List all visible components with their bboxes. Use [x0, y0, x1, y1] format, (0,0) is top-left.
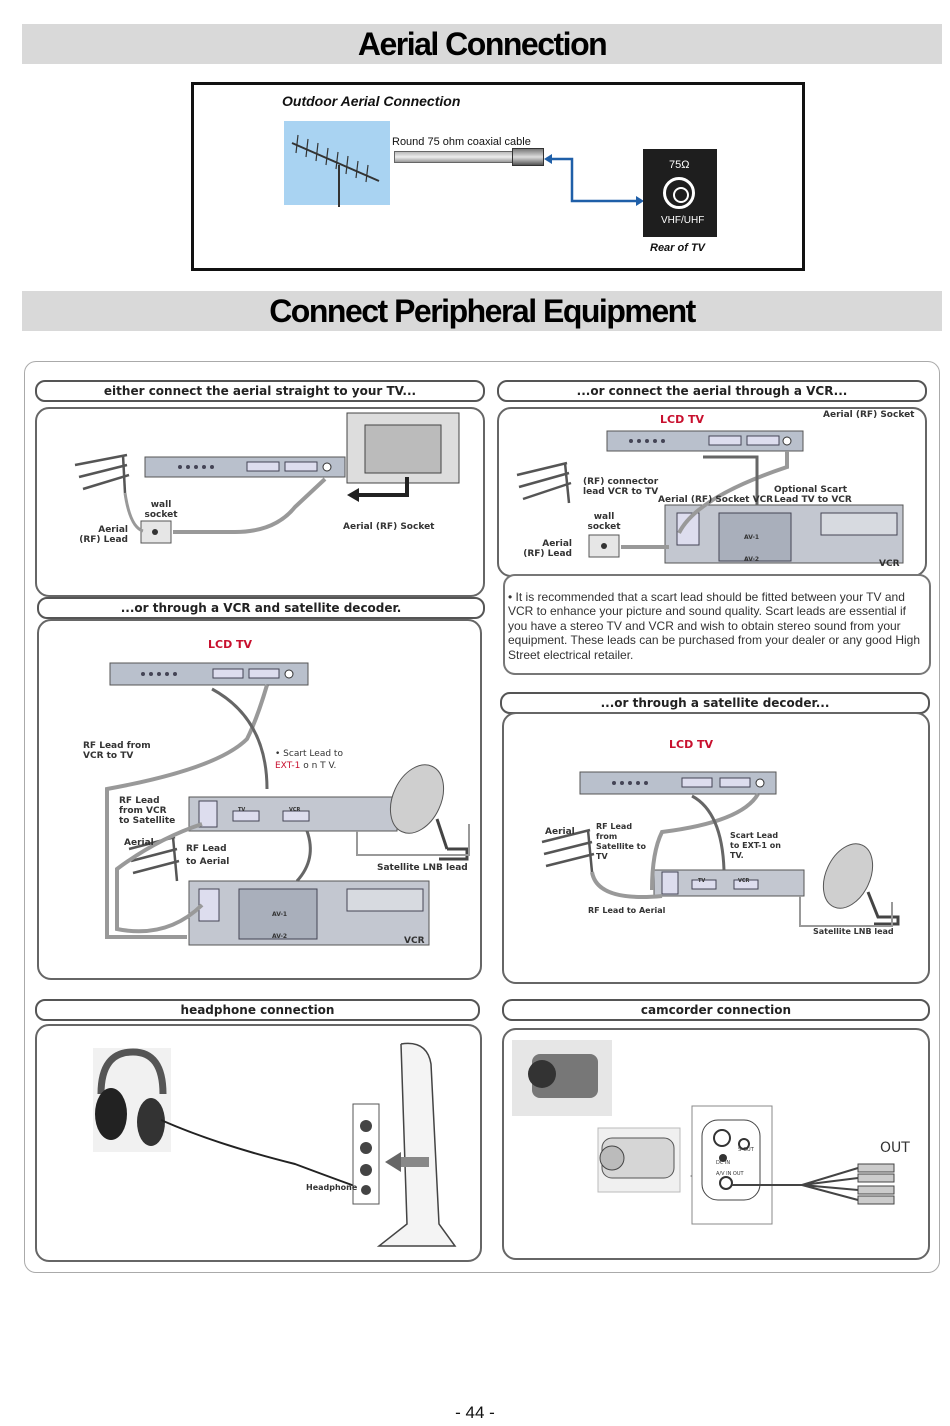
sat-diagram [541, 771, 900, 927]
rear-of-tv-label: Rear of TV [650, 242, 706, 254]
vcr-sat-aerial: Aerial [124, 838, 154, 848]
sat-rf-to-aerial: RF Lead to Aerial [588, 906, 666, 915]
vcr-diagram [516, 430, 904, 564]
vcr-sat-header-text: ...or through a VCR and satellite decode… [120, 601, 402, 615]
camcorder-diagram [512, 1040, 895, 1225]
vcr-aerial-lead: Aerial (RF) Lead [523, 539, 572, 559]
headphone-diagram [93, 1042, 457, 1247]
peripheral-banner: Connect Peripheral Equipment [22, 291, 942, 331]
sat-lnb: Satellite LNB lead [813, 927, 894, 936]
vcr-sat-av1: AV-1 [272, 911, 288, 918]
vcr-sat-diagram [105, 662, 470, 946]
camcorder-av-in-out: A/V IN OUT [716, 1171, 744, 1177]
tv-direct-wall-socket: wall socket [144, 500, 178, 520]
camcorder-header: camcorder connection [502, 999, 930, 1021]
vcr-av1: AV-1 [744, 534, 760, 541]
vcr-sat-scart-lead: • Scart Lead to EXT-1 o n T V. [275, 748, 355, 772]
vcr-sat-scart-lead-c: o n T V. [300, 761, 337, 771]
vcr-av2: AV-2 [744, 556, 760, 563]
vcr-sat-av2: AV-2 [272, 933, 288, 940]
vcr-header-text: ...or connect the aerial through a VCR..… [576, 384, 848, 398]
vcr-sat-tv-small: TV [238, 807, 246, 813]
aerial-connection-banner: Aerial Connection [22, 24, 942, 64]
socket-band: VHF/UHF [661, 215, 705, 226]
sat-vcr-small: VCR [738, 878, 750, 884]
peripheral-title: Connect Peripheral Equipment [269, 293, 696, 329]
outdoor-aerial-label: Outdoor Aerial Connection [282, 93, 461, 109]
vcr-sat-scart-lead-b: EXT-1 [275, 761, 301, 771]
vcr-sat-vcr: VCR [404, 936, 425, 946]
recommendation-box: • It is recommended that a scart lead sh… [503, 574, 931, 675]
peripheral-frame [24, 361, 940, 1273]
tv-direct-aerial-lead: Aerial (RF) Lead [79, 525, 128, 545]
vcr-wall-socket: wall socket [587, 512, 621, 532]
vcr-sat-vcr-small: VCR [289, 807, 301, 813]
vcr-rf-connector: (RF) connector lead VCR to TV [583, 477, 659, 497]
sat-lcd-tv: LCD TV [669, 738, 714, 751]
coax-socket-icon [663, 177, 695, 209]
tv-direct-header: either connect the aerial straight to yo… [35, 380, 485, 402]
vcr-sat-rf-to-aerial: RF Lead to Aerial [186, 844, 230, 867]
vcr-label: VCR [879, 559, 900, 569]
tv-socket-panel: 75Ω VHF/UHF [643, 149, 717, 237]
sat-scart-lead: Scart Lead to EXT-1 on TV. [730, 831, 781, 860]
vcr-sat-scart-lead-a: • Scart Lead to [275, 749, 343, 759]
socket-ohm: 75Ω [669, 159, 690, 171]
camcorder-dc-in: DC IN [716, 1160, 731, 1166]
vcr-sat-rf-vcr-sat: RF Lead from VCR to Satellite [119, 796, 176, 826]
sat-tv-small: TV [698, 878, 706, 884]
recommendation-text: • It is recommended that a scart lead sh… [508, 590, 921, 662]
vcr-sat-lcd-tv: LCD TV [208, 638, 253, 651]
vcr-aerial-socket-top: Aerial (RF) Socket [823, 410, 915, 420]
coaxial-cable [394, 151, 514, 163]
sat-aerial: Aerial [545, 827, 575, 837]
outdoor-antenna-icon [291, 134, 380, 207]
headphone-header: headphone connection [35, 999, 480, 1021]
tv-direct-aerial-socket: Aerial (RF) Socket [343, 522, 435, 532]
vcr-sat-header: ...or through a VCR and satellite decode… [37, 597, 485, 619]
outdoor-aerial-box: Outdoor Aerial Connection Round 75 ohm c… [191, 82, 805, 271]
cable-label: Round 75 ohm coaxial cable [392, 136, 531, 148]
vcr-header: ...or connect the aerial through a VCR..… [497, 380, 927, 402]
sat-header-text: ...or through a satellite decoder... [600, 696, 830, 710]
vcr-sat-rf-from-vcr: RF Lead from VCR to TV [83, 741, 151, 761]
camcorder-out: OUT [880, 1140, 910, 1156]
sat-rf-from-sat: RF Lead from Satellite to TV [596, 822, 646, 861]
tv-direct-diagram [74, 412, 460, 544]
headphone-label: Headphone [306, 1183, 358, 1192]
coaxial-plug [512, 148, 544, 166]
sat-header: ...or through a satellite decoder... [500, 692, 930, 714]
aerial-connection-title: Aerial Connection [357, 26, 608, 62]
camcorder-s-out: S-OUT [738, 1147, 754, 1153]
camcorder-header-text: camcorder connection [640, 1003, 792, 1017]
vcr-sat-lnb: Satellite LNB lead [377, 863, 468, 873]
vcr-aerial-socket-vcr: Aerial (RF) Socket VCR [658, 495, 774, 505]
tv-direct-header-text: either connect the aerial straight to yo… [103, 384, 417, 398]
vcr-optional-scart: Optional Scart Lead TV to VCR [774, 485, 852, 505]
vcr-lcd-tv: LCD TV [660, 413, 705, 426]
connection-arrow [544, 154, 644, 206]
page-number: - 44 - [455, 1403, 495, 1422]
headphone-header-text: headphone connection [180, 1003, 335, 1017]
